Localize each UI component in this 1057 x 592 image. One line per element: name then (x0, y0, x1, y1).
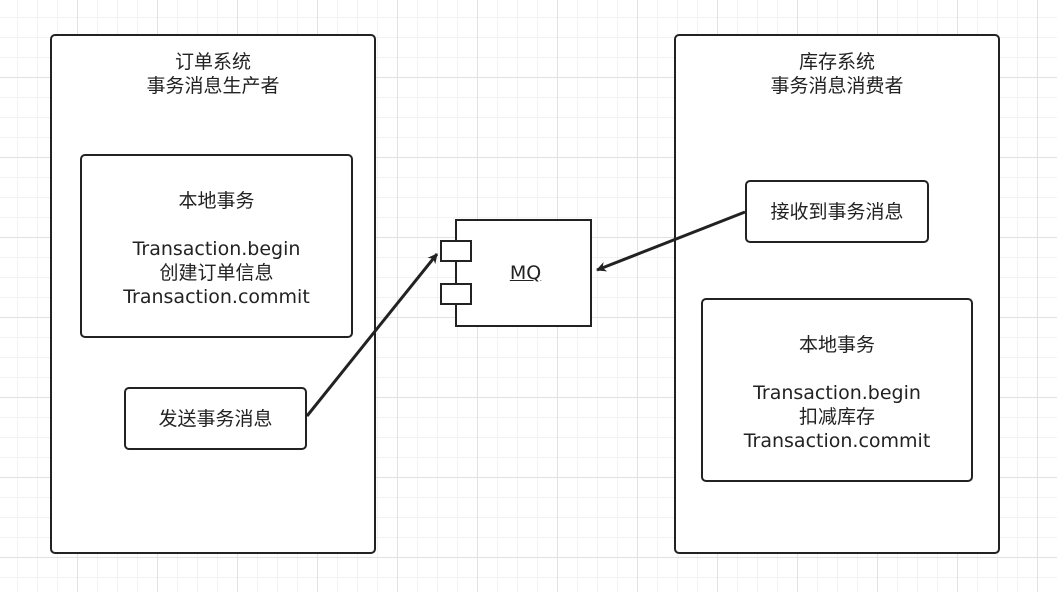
mq-component: MQ (455, 219, 592, 327)
receive-transaction-message-label: 接收到事务消息 (770, 200, 904, 223)
consumer-system-title: 库存系统 事务消息消费者 (676, 50, 998, 98)
producer-system-title: 订单系统 事务消息生产者 (52, 50, 374, 98)
consumer-transaction-begin: Transaction.begin (753, 382, 921, 404)
mq-port-top (440, 240, 472, 262)
mq-label: MQ (509, 262, 542, 284)
consumer-transaction-commit: Transaction.commit (743, 430, 931, 452)
receive-from-mq-arrow (596, 210, 746, 272)
send-transaction-message-box: 发送事务消息 (124, 387, 307, 450)
mq-port-bottom (440, 283, 472, 305)
consumer-system-name: 库存系统 (798, 51, 875, 73)
producer-local-transaction-box: 本地事务 Transaction.begin 创建订单信息 Transactio… (80, 154, 353, 338)
consumer-local-transaction-title: 本地事务 (798, 334, 875, 356)
producer-system-name: 订单系统 (174, 51, 251, 73)
producer-local-transaction-title: 本地事务 (178, 190, 255, 212)
consumer-local-transaction-box: 本地事务 Transaction.begin 扣减库存 Transaction.… (701, 298, 973, 482)
receive-transaction-message-box: 接收到事务消息 (745, 180, 929, 243)
producer-transaction-action: 创建订单信息 (159, 262, 274, 284)
producer-transaction-begin: Transaction.begin (132, 238, 301, 260)
send-to-mq-arrow (305, 253, 439, 417)
send-transaction-message-label: 发送事务消息 (158, 407, 273, 430)
producer-system-role: 事务消息生产者 (146, 75, 280, 97)
producer-transaction-commit: Transaction.commit (123, 286, 310, 308)
consumer-transaction-action: 扣减库存 (798, 406, 875, 428)
consumer-system-role: 事务消息消费者 (770, 75, 904, 97)
